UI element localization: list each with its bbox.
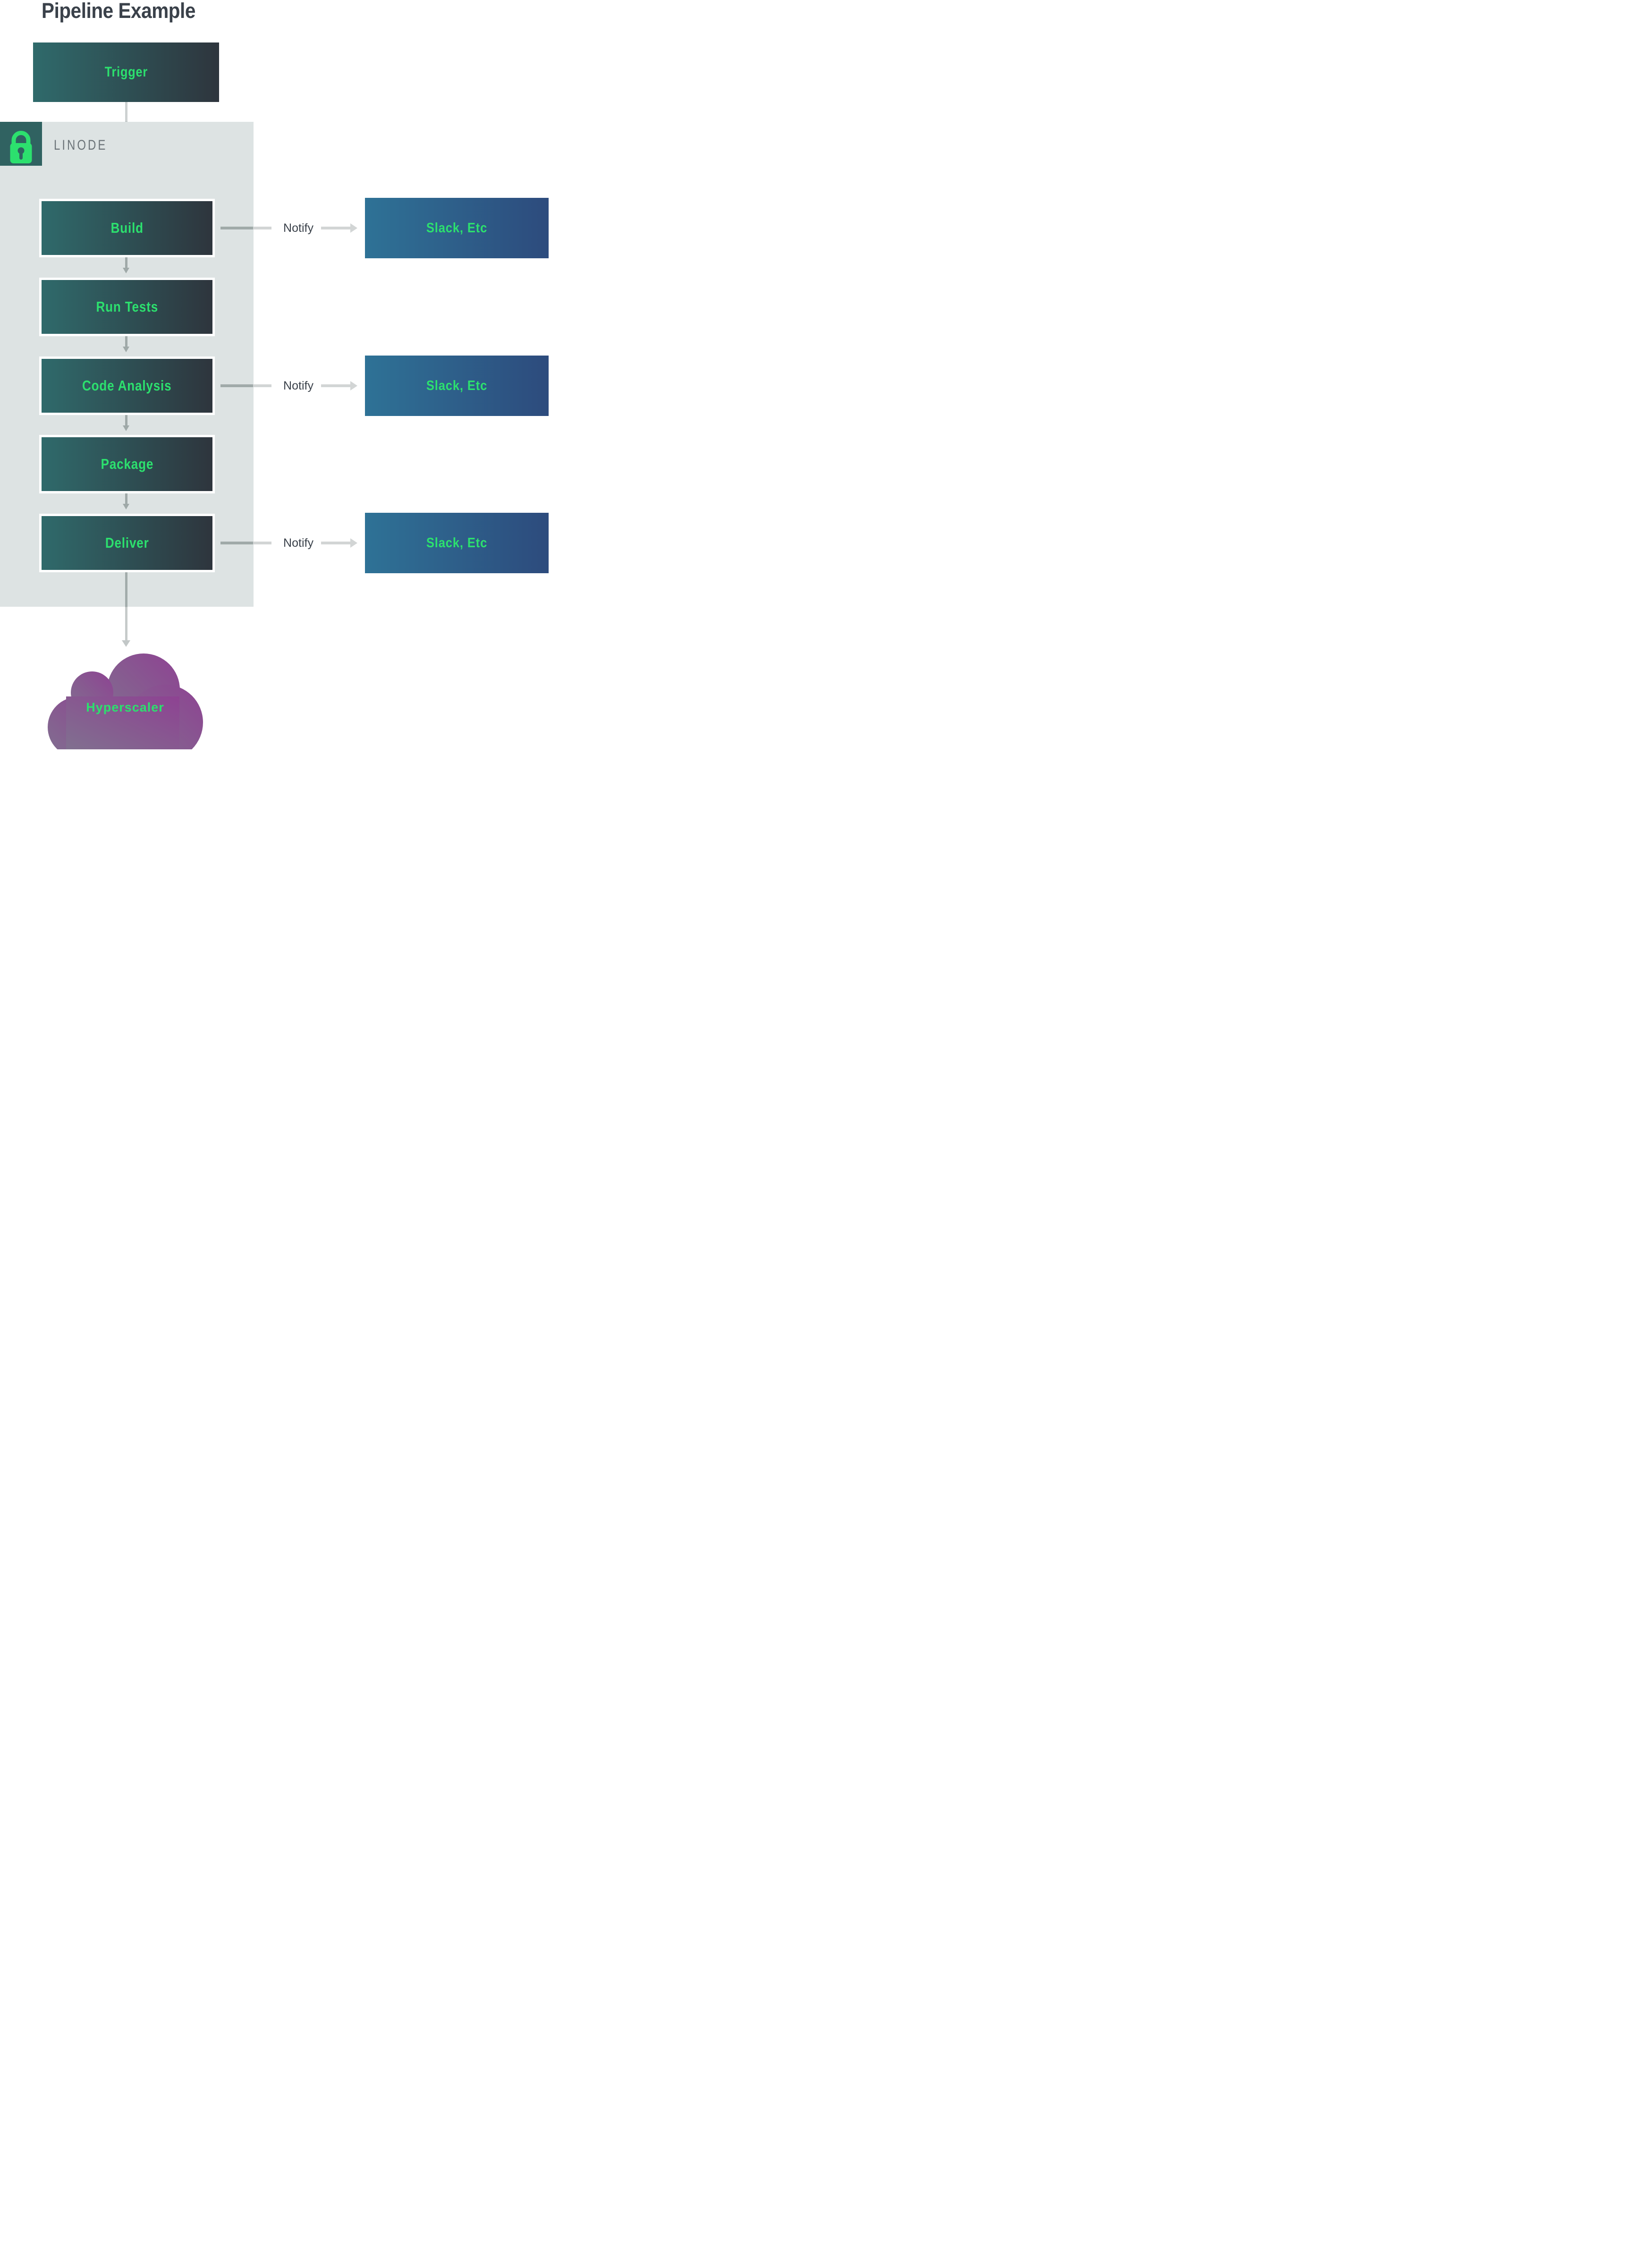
arrow-down-icon [125,257,127,268]
slack-node: Slack, Etc [365,513,549,573]
stage-node-run-tests: Run Tests [39,278,215,336]
slack-label: Slack, Etc [426,220,488,236]
arrow-right-icon [321,542,350,544]
stage-label: Package [101,456,153,472]
stage-label: Deliver [105,534,149,551]
stage-node-build-face: Build [42,201,212,255]
arrow-right-icon [350,223,357,233]
stage-node-code-analysis-face: Code Analysis [42,359,212,413]
notify-label: Notify [283,536,313,550]
arrow-down-icon [123,347,129,352]
lock-icon [10,131,32,163]
slack-node: Slack, Etc [365,198,549,258]
arrow-down-icon [125,415,127,425]
trigger-label: Trigger [104,64,148,80]
stage-label: Build [110,220,144,236]
stage-node-build: Build [39,199,215,257]
stage-node-code-analysis: Code Analysis [39,356,215,415]
connector-line [220,227,271,229]
arrow-down-icon [123,425,129,431]
stage-node-deliver: Deliver [39,514,215,572]
arrow-down-icon [123,504,129,509]
stage-node-deliver-face: Deliver [42,516,212,570]
pipeline-diagram: Pipeline Example Trigger LINODE Build Ru… [0,0,551,749]
stage-label: Code Analysis [82,377,172,394]
trigger-node: Trigger [33,42,219,102]
notify-label: Notify [283,379,313,392]
page-title: Pipeline Example [42,0,195,23]
arrow-right-icon [350,538,357,548]
cloud-shape [48,653,203,749]
arrow-down-icon [125,572,127,640]
stage-label: Run Tests [96,298,158,315]
notify-label: Notify [283,221,313,235]
slack-node: Slack, Etc [365,356,549,416]
arrow-right-icon [321,227,350,229]
connector-line [220,542,271,544]
arrow-down-icon [123,268,129,273]
arrow-down-icon [125,493,127,504]
arrow-right-icon [350,381,357,390]
arrow-right-icon [321,384,350,387]
arrow-down-icon [122,640,130,647]
connector-line [220,384,271,387]
hyperscaler-label: Hyperscaler [86,700,164,714]
linode-label: LINODE [54,137,108,153]
stage-node-package-face: Package [42,437,212,491]
lock-badge [0,122,42,166]
slack-label: Slack, Etc [426,378,488,393]
stage-node-run-tests-face: Run Tests [42,280,212,334]
arrow-down-icon [125,336,127,347]
slack-label: Slack, Etc [426,535,488,551]
stage-node-package: Package [39,435,215,493]
